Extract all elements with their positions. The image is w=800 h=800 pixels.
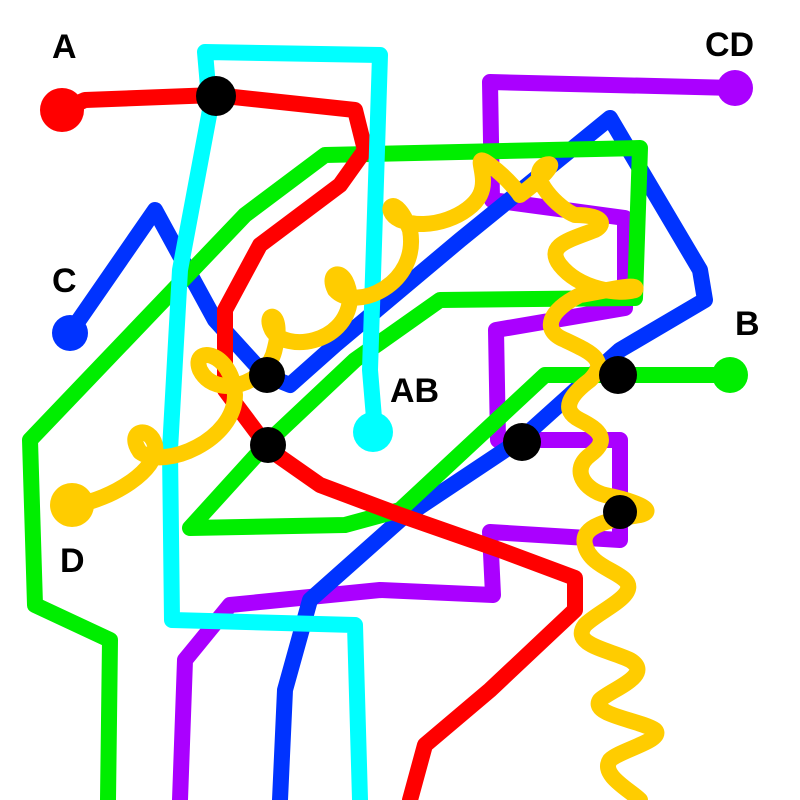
purple-terminal: [717, 70, 753, 106]
purple-wire: [172, 74, 743, 800]
green-wire: [22, 140, 738, 800]
cyan-terminal: [353, 412, 393, 452]
junction-dot: [603, 495, 637, 529]
junction-dot: [503, 423, 541, 461]
junction-dot: [250, 427, 286, 463]
yellow-wire: [67, 152, 665, 800]
blue-wire: [64, 110, 713, 800]
junction-dot: [599, 356, 637, 394]
label-cd: CD: [705, 26, 754, 64]
green-terminal: [712, 357, 748, 393]
cyan-wire: [162, 44, 388, 800]
label-c: C: [52, 262, 77, 300]
label-a: A: [52, 28, 77, 66]
red-terminal: [40, 88, 84, 132]
label-d: D: [60, 542, 85, 580]
junction-dot: [249, 357, 285, 393]
yellow-terminal: [50, 483, 94, 527]
red-wire: [54, 87, 583, 800]
label-b: B: [735, 305, 760, 343]
junction-dot: [196, 76, 236, 116]
label-ab: AB: [390, 372, 439, 410]
blue-terminal: [52, 315, 88, 351]
